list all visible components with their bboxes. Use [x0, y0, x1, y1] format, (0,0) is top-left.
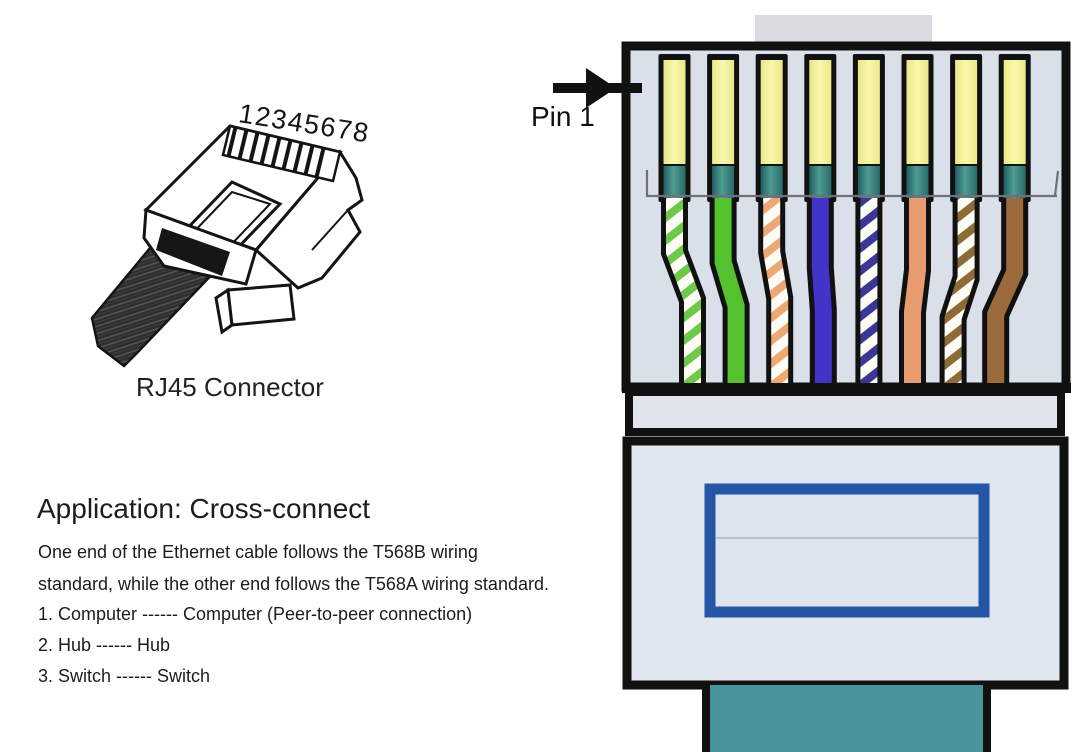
drawn-body-right-flange: [253, 149, 364, 290]
list-item: 3. Switch ------ Switch: [38, 666, 211, 686]
pin-6: [901, 54, 934, 202]
wire-white-green: [661, 198, 706, 391]
wire-green: [709, 198, 750, 391]
cable-jacket: [710, 685, 983, 752]
pin-1: [658, 54, 691, 202]
application-description: One end of the Ethernet cable follows th…: [38, 536, 549, 600]
list-item: 2. Hub ------ Hub: [38, 635, 171, 655]
list-item: 1. Computer ------ Computer (Peer-to-pee…: [38, 604, 473, 624]
drawn-cable-opening: [156, 228, 230, 276]
drawn-latch: [214, 283, 296, 335]
pin-contacts: [658, 54, 1031, 202]
pin1-label: Pin 1: [531, 101, 595, 132]
pin-8: [998, 54, 1031, 202]
load-bar-line: [645, 170, 1060, 198]
wire-orange: [899, 198, 931, 391]
pin1-arrow-icon: [553, 68, 642, 108]
description-line-1: One end of the Ethernet cable follows th…: [38, 542, 478, 562]
connector-top-tab: [755, 15, 932, 45]
pin-4: [804, 54, 837, 202]
application-list: 1. Computer ------ Computer (Peer-to-pee…: [38, 599, 472, 692]
wire-blue: [806, 198, 837, 391]
drawn-pin-comb: [221, 124, 342, 183]
drawn-front-face: [142, 207, 258, 286]
rj45-connector-caption: RJ45 Connector: [136, 372, 324, 402]
wire-white-brown: [939, 198, 980, 391]
wires: [661, 198, 1029, 391]
pin-5: [852, 54, 885, 202]
pin-2: [707, 54, 740, 202]
load-bar-band: [625, 388, 1065, 436]
application-heading: Application: Cross-connect: [37, 493, 371, 524]
description-line-2: standard, while the other end follows th…: [38, 574, 549, 594]
wire-brown: [982, 198, 1029, 391]
rj45-connector-drawing: [90, 124, 364, 368]
rj45-wiring-diagram: [553, 15, 1071, 752]
pin-7: [950, 54, 983, 202]
lower-body-window: [704, 483, 990, 618]
pin-3: [755, 54, 788, 202]
wire-white-orange: [758, 198, 794, 391]
